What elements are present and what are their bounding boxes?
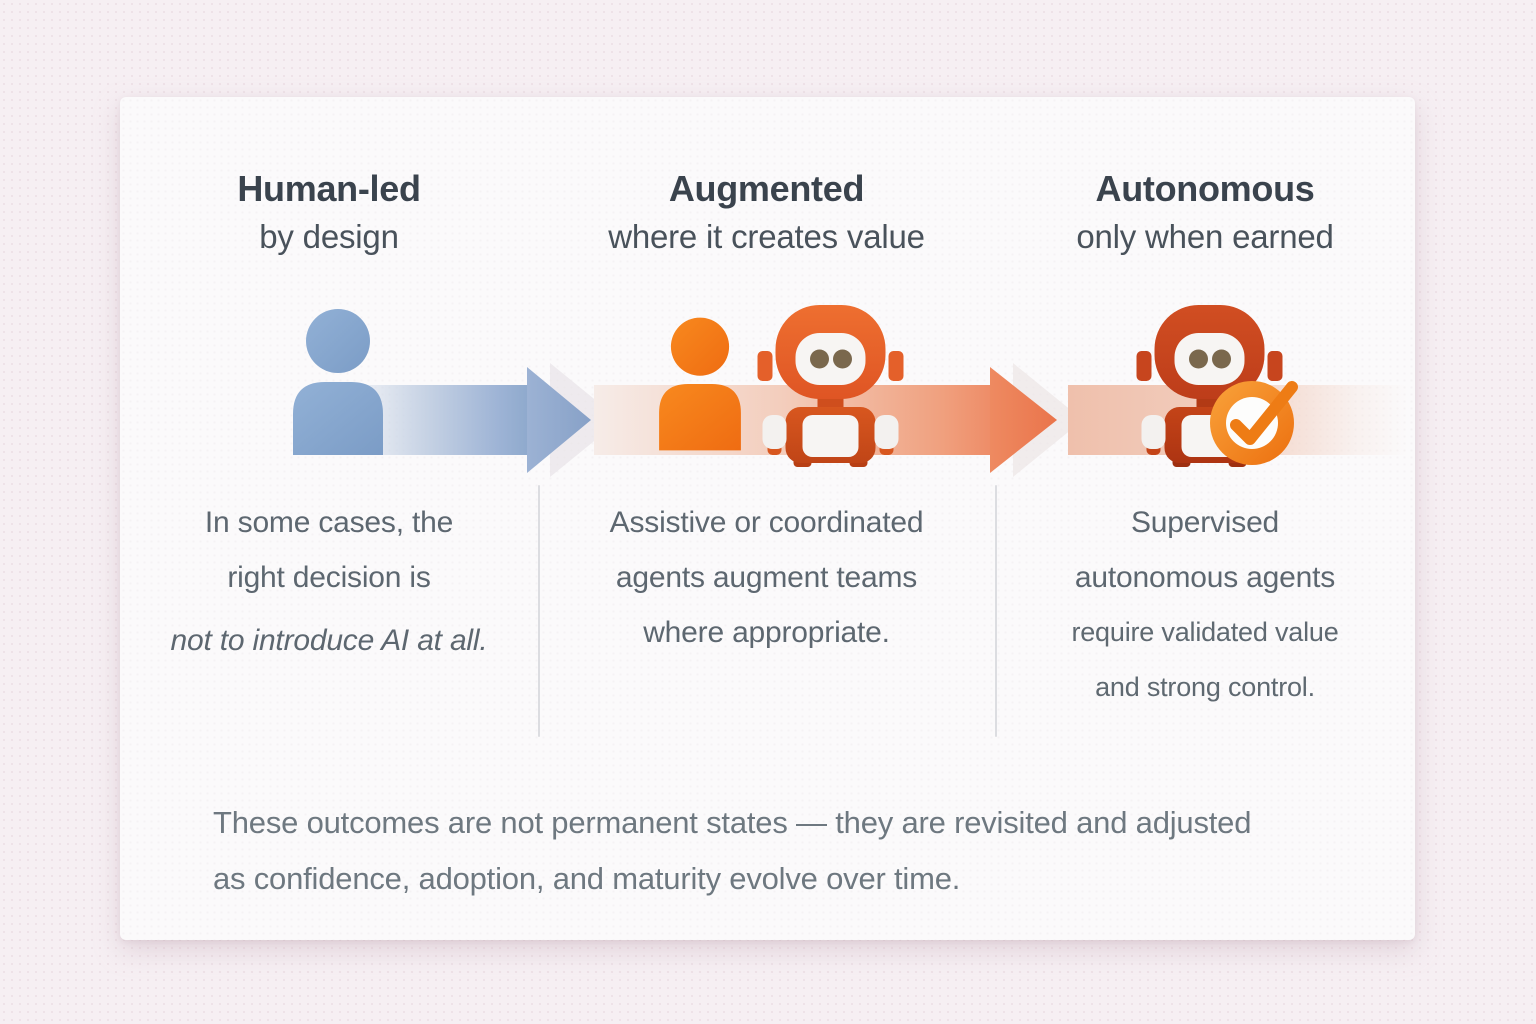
- human-figure-orange-icon: [650, 312, 750, 460]
- description-line-small: require validated value: [1071, 617, 1339, 647]
- column-subtitle: where it creates value: [608, 218, 925, 255]
- column-title: Autonomous: [1095, 168, 1315, 209]
- column-title: Human-led: [237, 168, 421, 209]
- description-line: Assistive or coordinated: [609, 506, 924, 539]
- column-headers: Human-led by design Augmented where it c…: [120, 167, 1415, 259]
- column-title: Augmented: [668, 168, 865, 209]
- checkmark-badge-icon: [1206, 369, 1314, 478]
- description-line: autonomous agents: [1074, 561, 1336, 594]
- description-line: In some cases, the: [204, 506, 454, 539]
- column-header-autonomous: Autonomous only when earned: [995, 167, 1415, 259]
- description-line: where appropriate.: [643, 616, 890, 649]
- robot-orange-icon: [753, 301, 908, 474]
- description-augmented: Assistive or coordinated agents augment …: [538, 495, 995, 715]
- description-line: agents augment teams: [615, 561, 918, 594]
- column-header-augmented: Augmented where it creates value: [538, 167, 995, 259]
- column-subtitle: only when earned: [1076, 218, 1334, 255]
- footer-line: These outcomes are not permanent states …: [213, 805, 1252, 840]
- description-line-small: and strong control.: [1095, 672, 1315, 702]
- column-divider-right: [995, 485, 997, 737]
- footer-note: These outcomes are not permanent states …: [213, 795, 1373, 907]
- description-human-led: In some cases, the right decision is not…: [120, 495, 538, 715]
- description-line: right decision is: [227, 561, 431, 594]
- human-figure-blue-icon: [283, 308, 393, 460]
- flow-diagram: [120, 97, 1415, 940]
- column-divider-left: [538, 485, 540, 737]
- description-line-italic: not to introduce AI at all.: [170, 624, 488, 657]
- column-header-human-led: Human-led by design: [120, 167, 538, 259]
- description-line: Supervised: [1130, 506, 1280, 539]
- column-subtitle: by design: [259, 218, 399, 255]
- column-descriptions: In some cases, the right decision is not…: [120, 495, 1415, 715]
- footer-line: as confidence, adoption, and maturity ev…: [213, 861, 961, 896]
- description-autonomous: Supervised autonomous agents require val…: [995, 495, 1415, 715]
- infographic-card: Human-led by design Augmented where it c…: [120, 97, 1415, 940]
